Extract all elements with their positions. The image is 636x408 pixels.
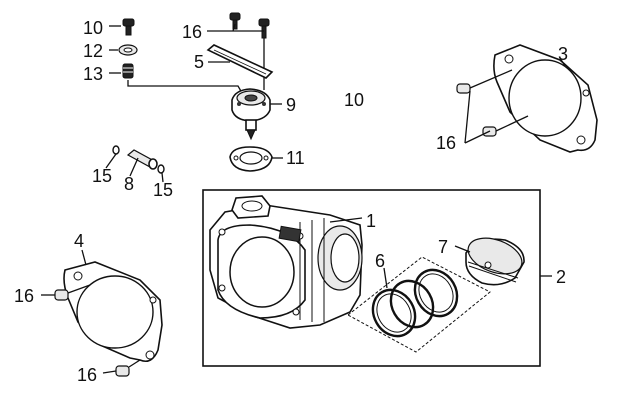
callout-8: 8 — [124, 174, 134, 194]
clip-15-right — [157, 164, 165, 174]
leader-16-top-a — [232, 23, 236, 32]
dowel-axis-4 — [128, 359, 141, 368]
leader-16-bottom — [102, 370, 117, 374]
callout-16-left: 16 — [14, 286, 34, 306]
dowels-16-left — [54, 289, 130, 377]
gasket-11 — [229, 146, 273, 172]
leader-7 — [454, 245, 471, 253]
callout-12: 12 — [83, 41, 103, 61]
callout-13: 13 — [83, 64, 103, 84]
dowel-axis-2 — [495, 115, 529, 132]
tensioner-9 — [231, 88, 271, 141]
callout-9: 9 — [286, 95, 296, 115]
leader-16-right-b — [464, 90, 471, 144]
callout-16-right: 16 — [436, 133, 456, 153]
callout-11: 11 — [286, 148, 305, 168]
leader-15-left — [105, 153, 117, 169]
leader-3 — [559, 57, 566, 67]
callout-5: 5 — [194, 52, 204, 72]
cylinder-block-1 — [209, 195, 363, 329]
callout-7: 7 — [438, 237, 448, 257]
bolts-16-top — [229, 12, 270, 39]
piston-7 — [465, 237, 525, 286]
leader-13-to-9 — [127, 80, 246, 99]
dowel-axis-1 — [469, 69, 513, 89]
dowel-axis-3 — [67, 284, 91, 294]
leader-1 — [329, 217, 363, 223]
leader-16-right-a — [464, 130, 491, 144]
callout-10-floating: 10 — [344, 90, 364, 110]
bolt-10 — [122, 18, 135, 36]
leader-6 — [383, 267, 388, 289]
washer-12 — [118, 44, 138, 56]
gasket-strip-5 — [206, 44, 274, 79]
callout-15-right: 15 — [153, 180, 173, 200]
piston-pin-8 — [126, 149, 158, 170]
callout-2: 2 — [556, 267, 566, 287]
callout-3: 3 — [558, 44, 568, 64]
callout-16-bottom: 16 — [77, 365, 97, 385]
callout-10-bolt: 10 — [83, 18, 103, 38]
callout-15-left: 15 — [92, 166, 112, 186]
leader-8 — [129, 157, 139, 177]
leader-4 — [81, 249, 87, 266]
callout-1: 1 — [366, 211, 376, 231]
callout-6: 6 — [375, 251, 385, 271]
head-gasket-3 — [493, 44, 598, 153]
callout-4: 4 — [74, 231, 84, 251]
dowels-16-right — [456, 83, 497, 137]
leader-15-right — [161, 172, 164, 183]
piston-ring-set-6 — [347, 256, 491, 353]
assembly-group-box — [202, 189, 541, 367]
base-gasket-4 — [63, 261, 163, 363]
spring-13 — [122, 63, 134, 79]
callout-16-top: 16 — [182, 22, 202, 42]
clip-15-left — [112, 145, 120, 155]
